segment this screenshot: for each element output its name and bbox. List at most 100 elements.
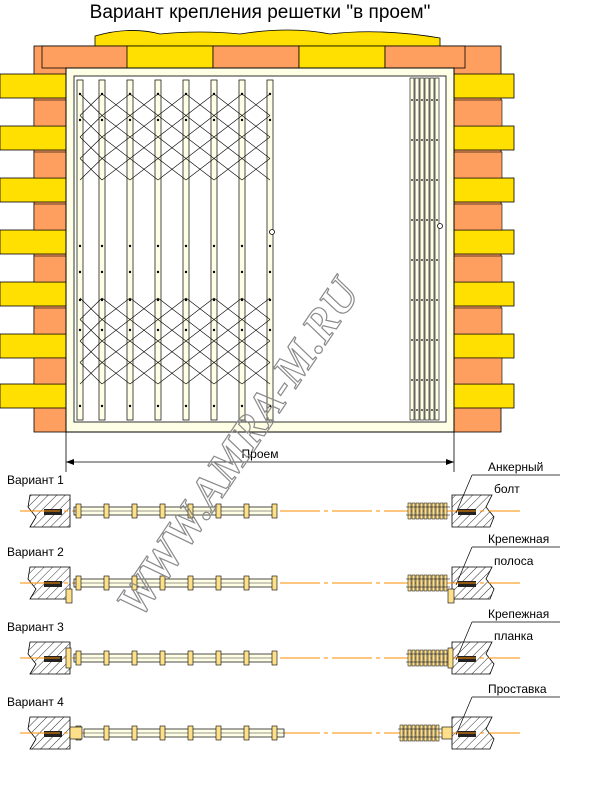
lock-icon	[269, 229, 275, 235]
bar-head	[243, 575, 250, 591]
brick	[0, 383, 67, 409]
rivet	[268, 118, 272, 122]
rivet	[212, 244, 216, 248]
rivet	[78, 270, 82, 274]
callout-text: Крепежная	[488, 532, 549, 546]
rivet	[78, 404, 82, 408]
bar-head	[131, 503, 138, 519]
anchor-bolt	[458, 731, 476, 737]
callout-text: болт	[494, 482, 520, 496]
brick	[453, 203, 503, 231]
anchor-bolt	[458, 656, 476, 662]
rivet	[240, 298, 244, 302]
rivet	[128, 404, 132, 408]
bar-head	[159, 575, 166, 591]
bar-head	[187, 725, 194, 741]
brick	[453, 307, 503, 335]
bar-head	[103, 503, 110, 519]
brick	[33, 151, 67, 179]
grille-bar	[126, 79, 134, 421]
rivet	[184, 244, 188, 248]
anchor-bolt	[458, 581, 476, 587]
bar-head	[243, 503, 250, 519]
rivet	[100, 404, 104, 408]
rivet	[156, 298, 160, 302]
brick	[453, 383, 515, 409]
rivet	[268, 404, 272, 408]
mounting-strip	[447, 588, 455, 604]
bar-head	[271, 650, 278, 666]
callout-leader	[455, 621, 473, 661]
rivet	[184, 298, 188, 302]
brick	[453, 333, 515, 359]
bar-head	[215, 725, 222, 741]
anchor-bolt	[44, 581, 62, 587]
variant-1: Вариант 1 Анкерный болт	[7, 460, 560, 528]
anchor-bolt	[44, 731, 62, 737]
bar-head	[187, 575, 194, 591]
anchor-bolt	[44, 509, 62, 515]
rivet	[212, 328, 216, 332]
rivet	[128, 298, 132, 302]
bar-head	[187, 503, 194, 519]
bar-head	[103, 650, 110, 666]
rivet	[78, 328, 82, 332]
rivet	[78, 118, 82, 122]
bar-head	[75, 575, 82, 591]
bar-head	[271, 575, 278, 591]
callout-text: Проставка	[488, 682, 547, 696]
brick	[0, 333, 67, 359]
rivet	[156, 118, 160, 122]
rivet	[240, 328, 244, 332]
brick	[453, 177, 515, 203]
brick	[0, 125, 67, 151]
brick	[0, 229, 67, 255]
rivet	[268, 244, 272, 248]
opening-dimension: Проем	[65, 432, 455, 472]
opening-label: Проем	[242, 447, 279, 461]
bar-head	[159, 725, 166, 741]
rivet	[240, 270, 244, 274]
bar-head	[243, 725, 250, 741]
brick	[0, 281, 67, 307]
bar-head	[131, 650, 138, 666]
variant-label: Вариант 2	[7, 545, 64, 559]
rivet	[78, 244, 82, 248]
rivet	[156, 244, 160, 248]
rivet	[128, 244, 132, 248]
rivet	[184, 328, 188, 332]
bar-head	[75, 503, 82, 519]
brick	[453, 357, 503, 385]
rivet	[128, 328, 132, 332]
bar-head	[131, 575, 138, 591]
mounting-strip	[65, 588, 73, 604]
rivet	[156, 404, 160, 408]
bar-head	[271, 725, 278, 741]
bar-head	[243, 650, 250, 666]
variant-label: Вариант 1	[7, 473, 64, 487]
rivet	[184, 270, 188, 274]
rivet	[240, 404, 244, 408]
rivet	[100, 118, 104, 122]
grille-bar	[154, 79, 162, 421]
callout-leader	[455, 474, 473, 514]
grille-bar	[210, 79, 218, 421]
callout-leader	[455, 696, 473, 736]
rivet	[184, 118, 188, 122]
callout-text: Анкерный	[488, 460, 543, 474]
variant-label: Вариант 4	[7, 695, 64, 709]
rivet	[128, 270, 132, 274]
spacer	[69, 726, 83, 740]
page-title: Вариант крепления решетки "в проем"	[89, 2, 431, 23]
brick	[453, 99, 503, 127]
rivet	[212, 404, 216, 408]
rivet	[78, 298, 82, 302]
rivet	[100, 270, 104, 274]
bar-head	[103, 575, 110, 591]
callout-text: полоса	[494, 554, 534, 568]
variant-4: Вариант 4 Проставка	[7, 682, 560, 750]
grille-bar	[76, 79, 84, 421]
anchor-bolt	[44, 656, 62, 662]
